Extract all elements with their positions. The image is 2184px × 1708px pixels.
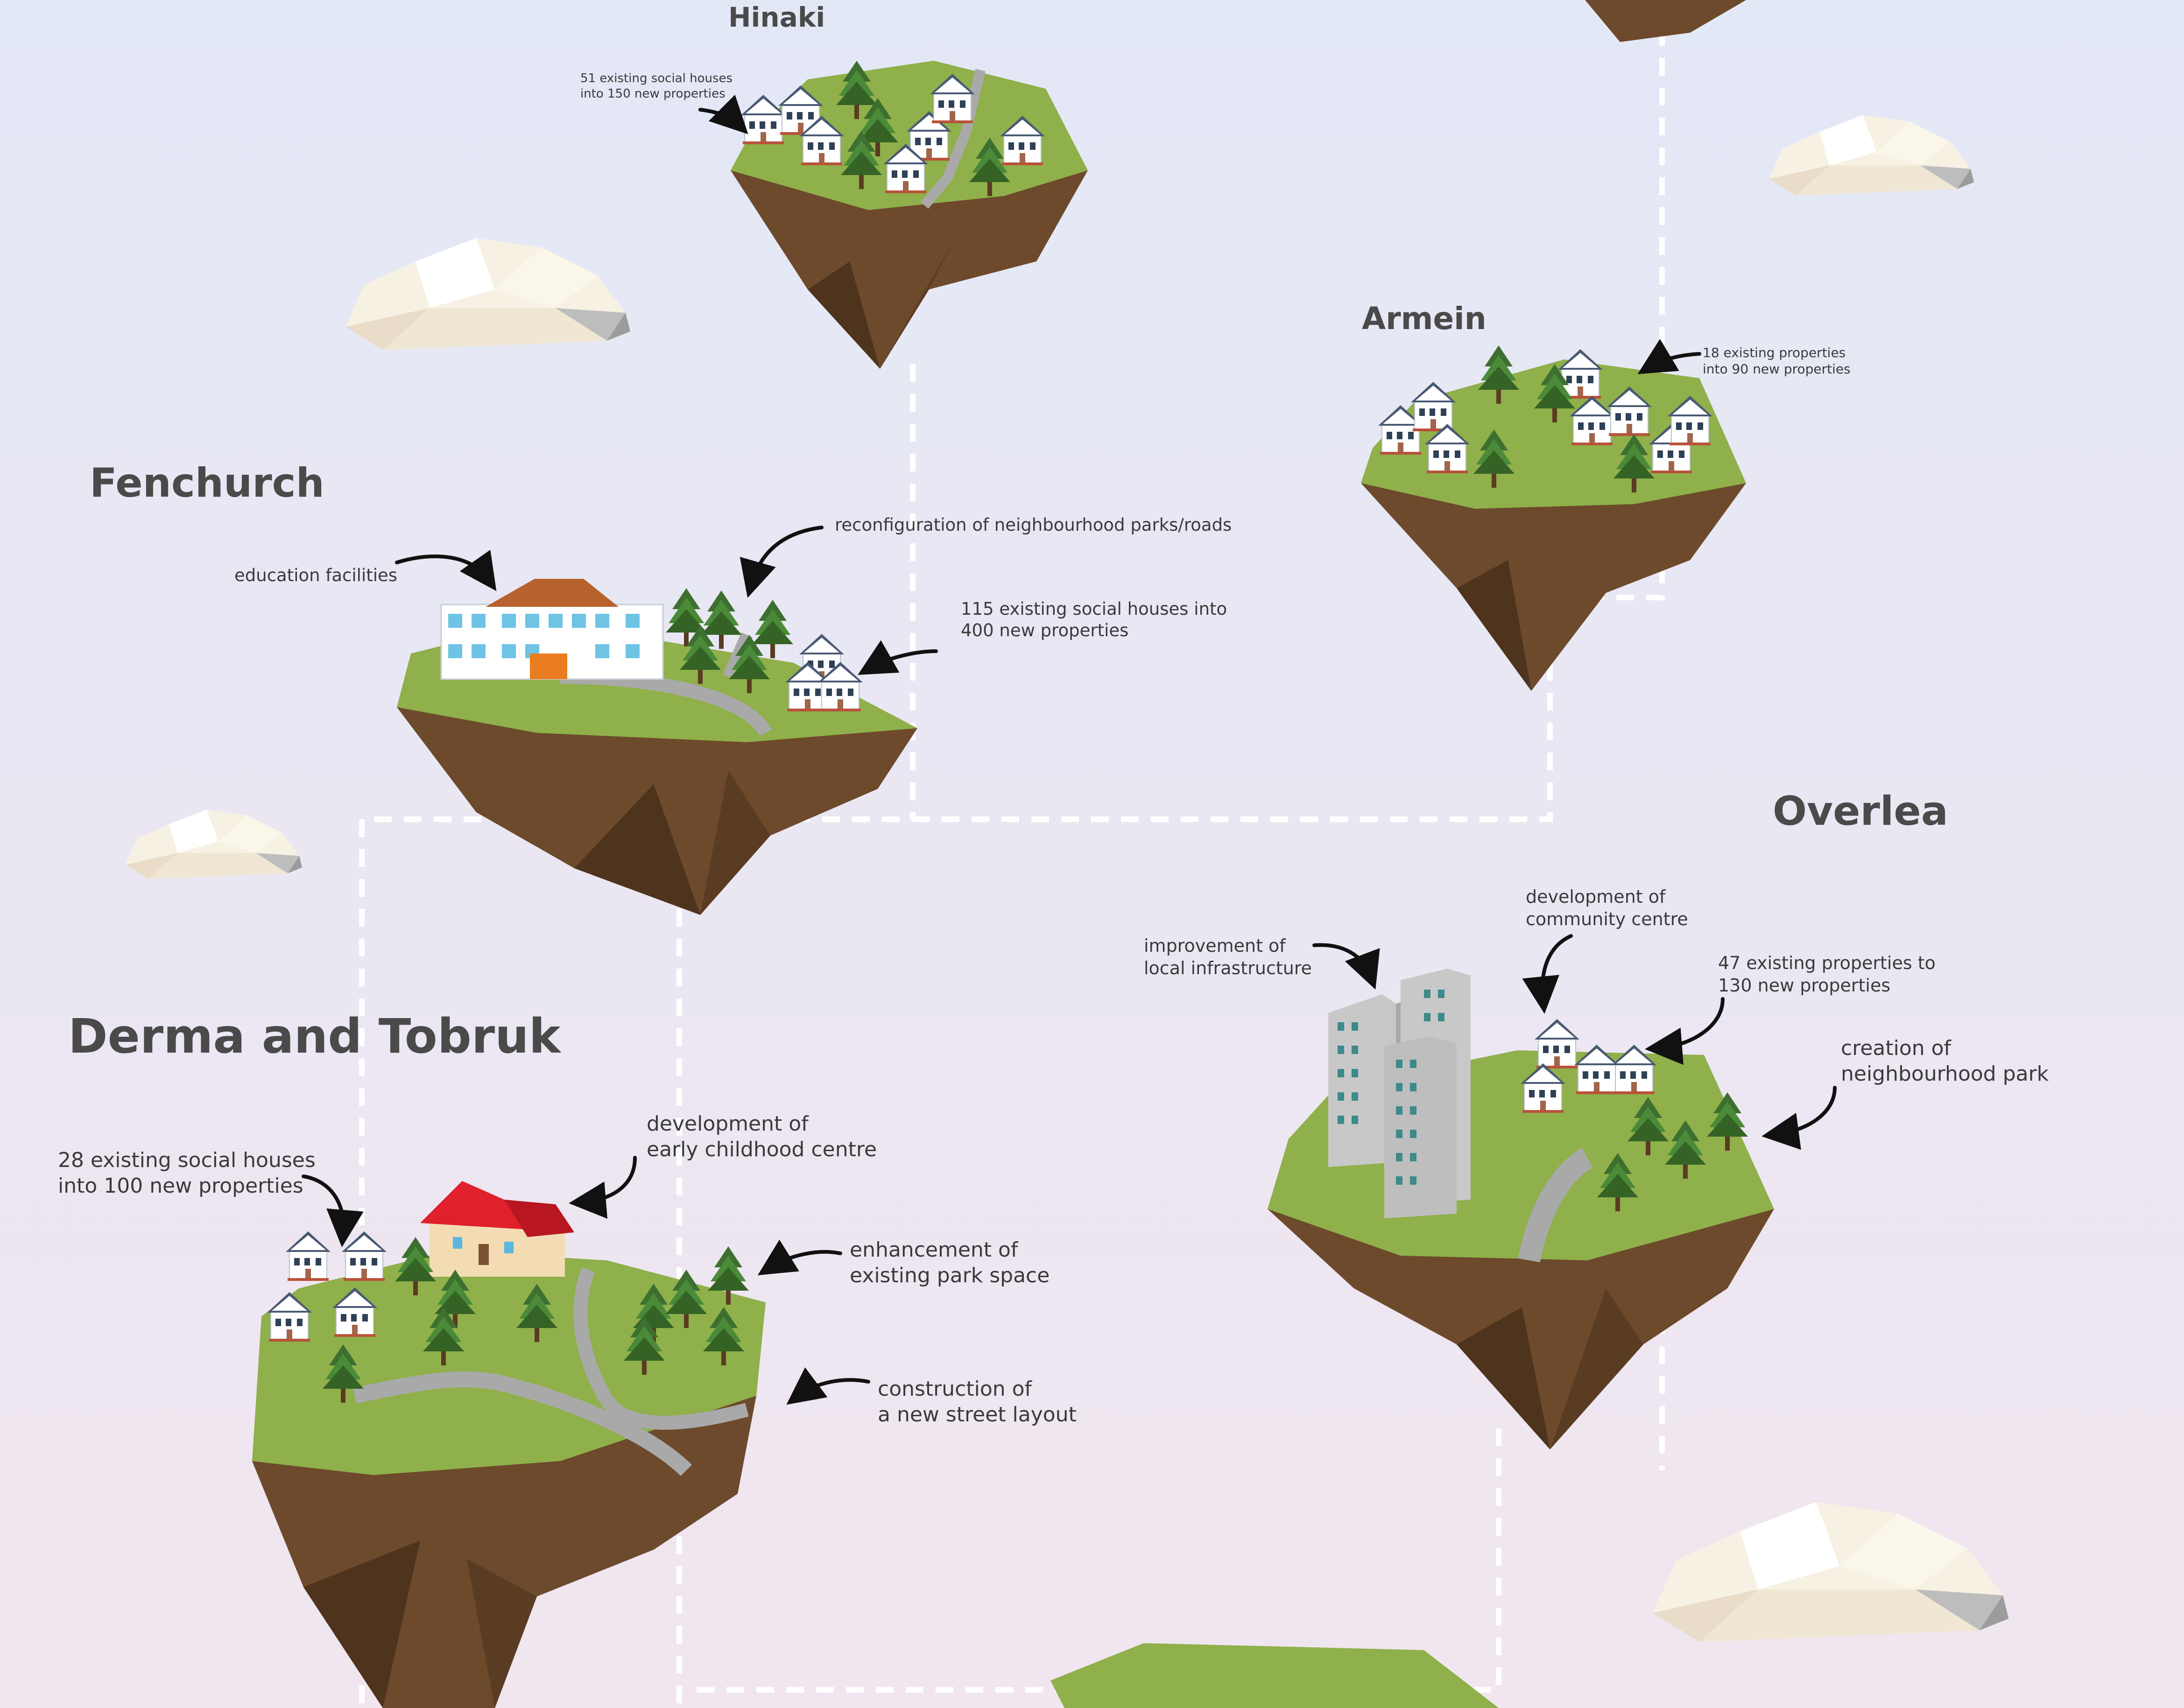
childhood-centre-building — [420, 1181, 574, 1277]
note-line: community centre — [1526, 908, 1688, 929]
note-derma-houses: 28 existing social houses into 100 new p… — [58, 1147, 316, 1199]
note-fenchurch-education: education facilities — [234, 565, 397, 586]
note-line: into 90 new properties — [1703, 361, 1851, 377]
note-line: 400 new properties — [961, 620, 1129, 641]
note-line: 18 existing properties — [1703, 345, 1846, 360]
note-line: local infrastructure — [1144, 957, 1312, 978]
island-fenchurch — [397, 579, 917, 915]
note-line: enhancement of — [850, 1238, 1018, 1262]
island-armein — [1361, 345, 1746, 691]
note-overlea-infrastructure: improvement of local infrastructure — [1144, 935, 1312, 979]
island-hinaki — [731, 61, 1088, 369]
title-overlea: Overlea — [1773, 788, 1948, 835]
title-derma-tobruk: Derma and Tobruk — [68, 1009, 561, 1064]
note-hinaki-houses: 51 existing social houses into 150 new p… — [580, 71, 733, 101]
title-hinaki: Hinaki — [728, 1, 825, 33]
note-line: reconfiguration of neighbourhood parks/r… — [835, 515, 1232, 535]
note-fenchurch-houses: 115 existing social houses into 400 new … — [961, 598, 1227, 642]
note-overlea-community-centre: development of community centre — [1526, 886, 1688, 930]
annotation-arrows — [302, 94, 1837, 1405]
note-line: a new street layout — [878, 1403, 1077, 1427]
note-line: into 100 new properties — [58, 1174, 303, 1198]
note-derma-childhood-centre: development of early childhood centre — [647, 1111, 877, 1162]
note-line: into 150 new properties — [580, 86, 726, 101]
note-line: 130 new properties — [1718, 975, 1891, 996]
note-line: creation of — [1841, 1036, 1952, 1060]
island-derma-tobruk — [252, 1181, 766, 1708]
note-line: 47 existing properties to — [1718, 953, 1936, 973]
island-partial-bottom — [1050, 1643, 1499, 1708]
note-overlea-properties: 47 existing properties to 130 new proper… — [1718, 952, 1936, 997]
note-line: neighbourhood park — [1841, 1062, 2049, 1086]
tower-blocks — [1328, 969, 1471, 1218]
note-line: education facilities — [234, 565, 398, 585]
note-line: early childhood centre — [647, 1138, 877, 1161]
note-line: 115 existing social houses into — [961, 599, 1227, 619]
note-line: construction of — [878, 1377, 1032, 1401]
note-line: 51 existing social houses — [580, 71, 733, 85]
note-line: existing park space — [850, 1264, 1050, 1287]
note-fenchurch-parks-roads: reconfiguration of neighbourhood parks/r… — [835, 514, 1232, 536]
island-overlea — [1268, 969, 1774, 1449]
note-derma-street-layout: construction of a new street layout — [878, 1376, 1077, 1427]
title-fenchurch: Fenchurch — [90, 460, 324, 506]
note-derma-park-space: enhancement of existing park space — [850, 1237, 1050, 1288]
note-line: development of — [647, 1112, 809, 1136]
connector-paths — [359, 28, 1665, 1708]
title-armein: Armein — [1362, 301, 1487, 337]
note-line: 28 existing social houses — [58, 1148, 316, 1172]
note-armein-properties: 18 existing properties into 90 new prope… — [1703, 344, 1851, 377]
island-partial-top — [1585, 0, 1746, 42]
note-overlea-park: creation of neighbourhood park — [1841, 1035, 2049, 1087]
note-line: improvement of — [1144, 935, 1286, 956]
note-line: development of — [1526, 886, 1666, 907]
